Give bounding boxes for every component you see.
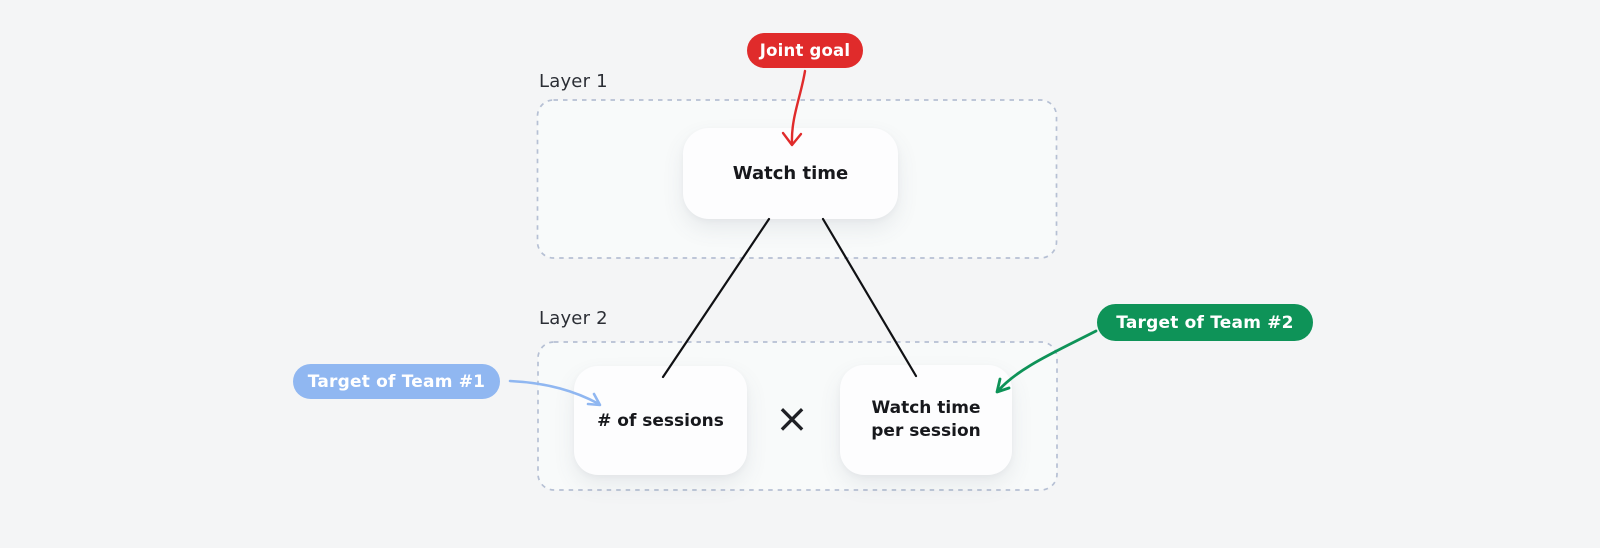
target-team1-badge-label: Target of Team #1: [307, 371, 486, 392]
target-team2-badge-label: Target of Team #2: [1116, 312, 1294, 333]
joint-goal-badge: Joint goal: [747, 33, 863, 68]
node-number-of-sessions: # of sessions: [574, 366, 747, 475]
node-watch-time: Watch time: [683, 128, 898, 219]
node-watch-time-per-session-line2: per session: [871, 421, 981, 441]
node-watch-time-label: Watch time: [732, 163, 849, 184]
node-watch-time-per-session-line1: Watch time: [871, 398, 981, 418]
target-team1-badge: Target of Team #1: [293, 364, 500, 399]
node-watch-time-per-session: Watch time per session: [840, 365, 1012, 475]
edge-watch-time-to-per-session: [821, 217, 918, 378]
layer2-label: Layer 2: [539, 308, 608, 329]
target-team2-badge: Target of Team #2: [1097, 304, 1313, 341]
multiplication-sign: ×: [775, 396, 809, 442]
team2-arrow: [995, 329, 1098, 394]
layer1-label: Layer 1: [539, 71, 608, 92]
joint-goal-badge-label: Joint goal: [759, 41, 851, 60]
node-number-of-sessions-label: # of sessions: [597, 410, 724, 431]
edge-watch-time-to-sessions: [661, 217, 771, 379]
